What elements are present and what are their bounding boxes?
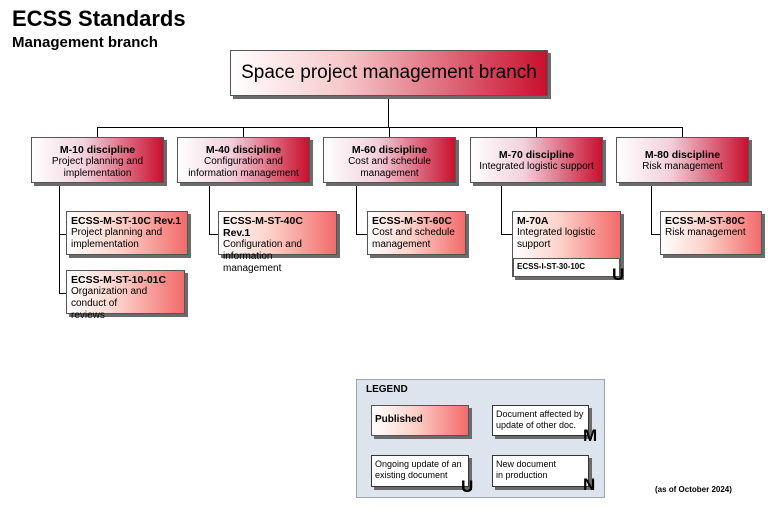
document-m10-b: ECSS-M-ST-10-01C Organization and conduc… bbox=[66, 270, 185, 321]
root-stem bbox=[388, 96, 389, 128]
m10-stem bbox=[59, 183, 60, 293]
branch-drop-m60 bbox=[389, 127, 390, 137]
discipline-m10: M-10 discipline Project planning and imp… bbox=[31, 137, 164, 183]
legend-ongoing-label: Ongoing update of an existing document bbox=[375, 459, 462, 480]
discipline-code: M-60 discipline bbox=[351, 144, 428, 156]
document-name: Organization and conduct of reviews bbox=[71, 286, 148, 321]
branch-bar bbox=[97, 127, 683, 128]
discipline-code: M-80 discipline bbox=[644, 149, 721, 161]
document-code: ECSS-M-ST-10C Rev.1 bbox=[71, 215, 182, 227]
page-title: ECSS Standards bbox=[12, 6, 186, 31]
legend-new: New document in production bbox=[492, 455, 589, 487]
document-m10-a: ECSS-M-ST-10C Rev.1 Project planning and… bbox=[66, 211, 188, 255]
discipline-m80: M-80 discipline Risk management bbox=[616, 137, 749, 183]
ongoing-mark: U bbox=[461, 477, 474, 496]
as-of-date: (as of October 2024) bbox=[655, 485, 732, 494]
branch-drop-m40 bbox=[243, 127, 244, 137]
discipline-m60: M-60 discipline Cost and schedule manage… bbox=[323, 137, 456, 183]
legend-affected: Document affected by update of other doc… bbox=[492, 405, 589, 436]
document-code: ECSS-M-ST-60C bbox=[372, 215, 452, 227]
m70-tick bbox=[501, 234, 512, 235]
document-name: Project planning and implementation bbox=[71, 227, 163, 250]
document-m70: M-70A Integrated logistic support ECSS-I… bbox=[512, 211, 624, 283]
document-sub-entry: ECSS-I-ST-30-10C bbox=[513, 258, 620, 277]
document-code: ECSS-M-ST-10-01C bbox=[71, 274, 167, 286]
document-m60: ECSS-M-ST-60C Cost and schedule manageme… bbox=[367, 211, 466, 255]
m10-tick-b bbox=[59, 293, 66, 294]
ongoing-update-mark: U bbox=[612, 265, 625, 284]
document-m80: ECSS-M-ST-80C Risk management bbox=[660, 211, 762, 255]
legend-published: Published bbox=[371, 405, 469, 436]
document-code: ECSS-M-ST-80C bbox=[665, 215, 745, 227]
root-node: Space project management branch bbox=[230, 50, 548, 96]
legend: LEGEND Published Document affected by up… bbox=[356, 379, 605, 498]
page-subtitle: Management branch bbox=[12, 34, 158, 51]
discipline-name: Integrated logistic support bbox=[479, 161, 594, 172]
legend-affected-label: Document affected by update of other doc… bbox=[496, 409, 584, 430]
m70-stem bbox=[501, 183, 502, 235]
discipline-name: Configuration and information management bbox=[188, 156, 299, 179]
document-code: ECSS-M-ST-40C Rev.1 bbox=[223, 215, 303, 239]
m60-stem bbox=[356, 183, 357, 235]
legend-new-label: New document in production bbox=[496, 459, 557, 480]
document-name: Configuration and information management bbox=[223, 239, 302, 274]
legend-title: LEGEND bbox=[366, 384, 408, 395]
legend-ongoing: Ongoing update of an existing document bbox=[371, 455, 469, 487]
branch-drop-m70 bbox=[536, 127, 537, 137]
document-name: Cost and schedule management bbox=[372, 227, 455, 250]
document-sub-code: ECSS-I-ST-30-10C bbox=[517, 262, 586, 271]
document-name: Risk management bbox=[665, 227, 746, 238]
discipline-name: Cost and schedule management bbox=[348, 156, 431, 179]
m40-stem bbox=[209, 183, 210, 235]
document-code: M-70A bbox=[517, 215, 549, 227]
m10-tick-a bbox=[59, 234, 66, 235]
discipline-name: Risk management bbox=[642, 161, 723, 172]
discipline-m70: M-70 discipline Integrated logistic supp… bbox=[470, 137, 603, 183]
m40-tick bbox=[209, 234, 218, 235]
discipline-m40: M-40 discipline Configuration and inform… bbox=[177, 137, 310, 183]
branch-drop-m10 bbox=[97, 127, 98, 137]
legend-published-label: Published bbox=[375, 414, 423, 425]
discipline-code: M-10 discipline bbox=[59, 144, 136, 156]
discipline-code: M-40 discipline bbox=[205, 144, 282, 156]
m80-stem bbox=[651, 183, 652, 235]
discipline-code: M-70 discipline bbox=[498, 149, 575, 161]
new-mark: N bbox=[583, 475, 596, 494]
root-label: Space project management branch bbox=[241, 62, 537, 83]
branch-drop-m80 bbox=[682, 127, 683, 137]
m60-tick bbox=[356, 234, 367, 235]
m80-tick bbox=[651, 234, 660, 235]
document-m40: ECSS-M-ST-40C Rev.1 Configuration and in… bbox=[218, 211, 337, 274]
document-name: Integrated logistic support bbox=[517, 227, 596, 250]
affected-mark: M bbox=[583, 426, 598, 445]
discipline-name: Project planning and implementation bbox=[51, 156, 144, 179]
